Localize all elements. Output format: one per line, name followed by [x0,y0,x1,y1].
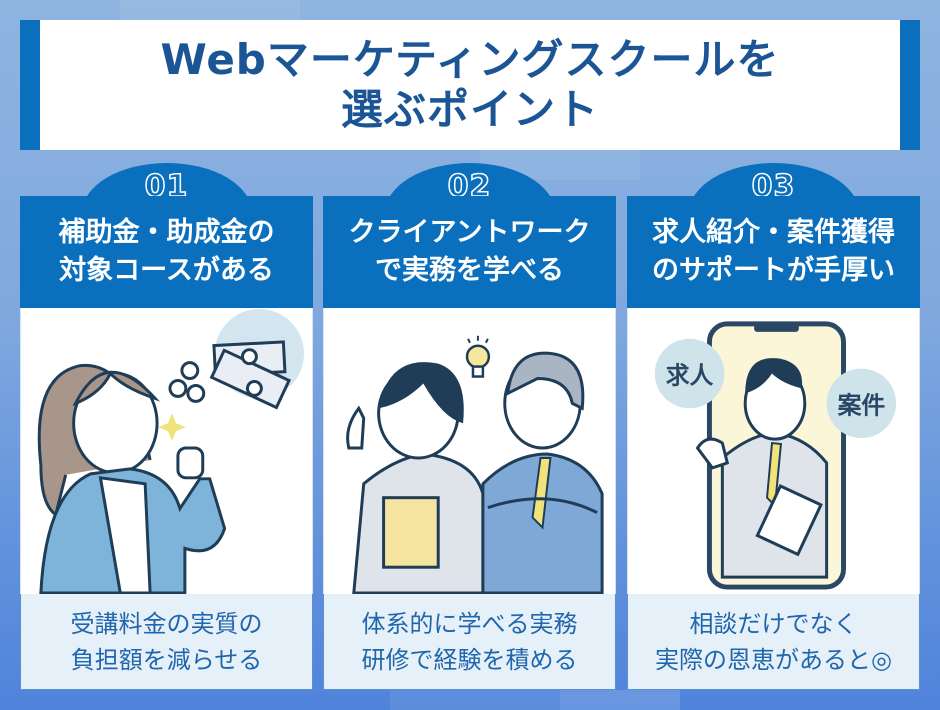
point-card-03: 03 求人紹介・案件獲得 のサポートが手厚い 求人 案件 相談だけでなく 実際の… [627,163,920,690]
card-footer: 受講料金の実質の 負担額を減らせる [20,594,313,690]
title-panel: Webマーケティングスクールを 選ぶポイント [40,20,900,150]
card-footer: 相談だけでなく 実際の恩恵があると◎ [627,594,920,690]
heading-line2: で実務を学べる [375,255,564,286]
card-heading: 補助金・助成金の 対象コースがある [20,196,313,308]
point-card-02: 02 クライアントワーク で実務を学べる 体系的に学べる実務 研修で経験を積める [323,163,616,690]
card-heading: 求人紹介・案件獲得 のサポートが手厚い [627,196,920,308]
footer-line1: 受講料金の実質の [70,609,263,638]
heading-line1: 補助金・助成金の [58,217,275,248]
footer-line2: 負担額を減らせる [70,645,263,674]
page-title-line1: Webマーケティングスクールを [160,35,780,84]
smartphone-businessman-illustration: 求人 案件 [627,308,920,594]
woman-money-illustration [20,308,313,594]
heading-line2: のサポートが手厚い [652,255,895,286]
card-heading: クライアントワーク で実務を学べる [323,196,616,308]
footer-line2: 実際の恩恵があると◎ [655,645,892,674]
footer-line1: 相談だけでなく [689,609,858,638]
point-card-01: 01 補助金・助成金の 対象コースがある 受講料金の実 [20,163,313,690]
smartphone-icon: 求人 案件 [654,321,897,590]
speech-bubble-jobs: 求人 [666,361,714,389]
footer-line1: 体系的に学べる実務 [361,609,578,638]
speech-bubble-projects: 案件 [837,391,886,419]
page-title-line2: 選ぶポイント [340,85,599,134]
heading-line2: 対象コースがある [59,255,274,286]
lightbulb-idea-icon [346,335,604,594]
footer-line2: 研修で経験を積める [361,645,578,674]
heading-line1: 求人紹介・案件獲得 [652,217,895,248]
woman-money-icon [37,308,305,594]
heading-line1: クライアントワーク [348,217,591,248]
card-footer: 体系的に学べる実務 研修で経験を積める [323,594,616,690]
business-people-illustration [323,308,616,594]
title-banner: Webマーケティングスクールを 選ぶポイント [20,20,920,150]
